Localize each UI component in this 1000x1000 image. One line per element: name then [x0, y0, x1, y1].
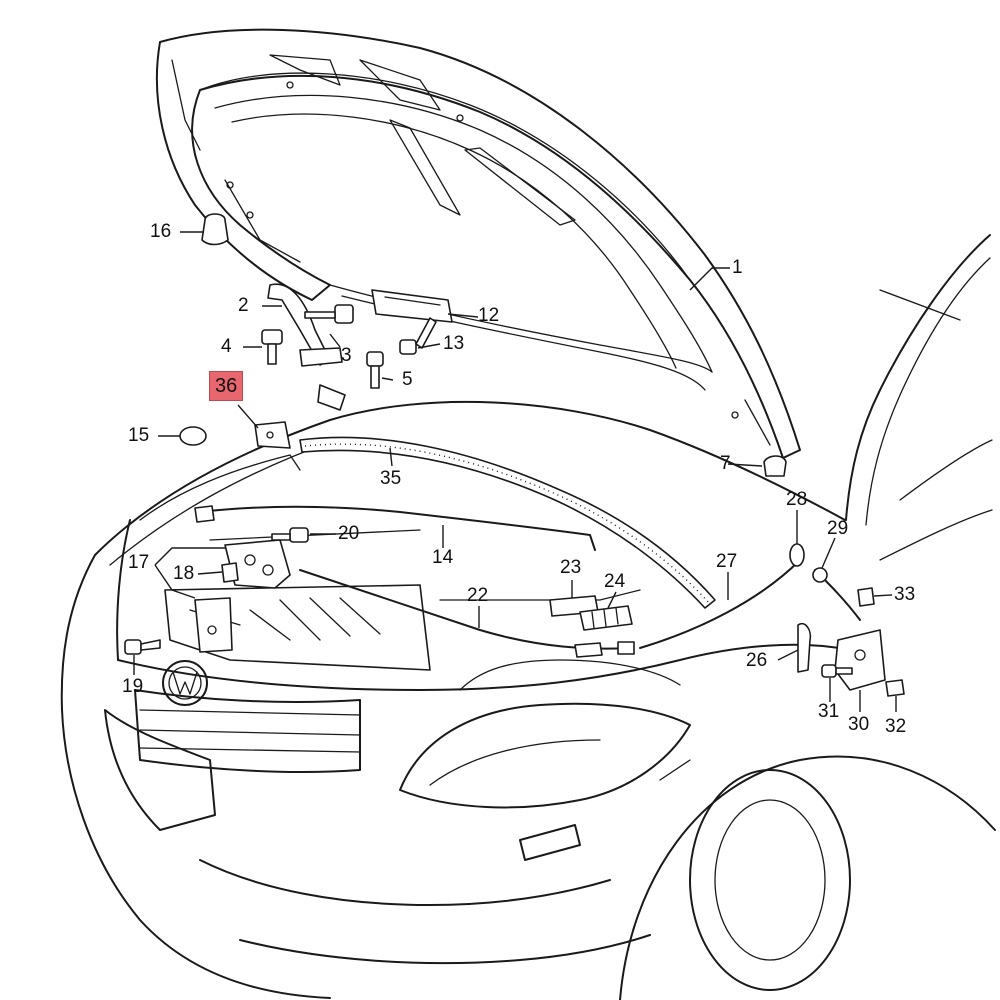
callout-33[interactable]: 33	[894, 584, 916, 605]
parts-drawing	[124, 213, 905, 697]
callout-29[interactable]: 29	[827, 518, 849, 539]
callout-31[interactable]: 31	[818, 701, 840, 722]
callout-32[interactable]: 32	[885, 716, 907, 737]
callout-13[interactable]: 13	[443, 333, 465, 354]
lock-carrier-drawing	[164, 584, 431, 671]
callout-15[interactable]: 15	[128, 425, 150, 446]
callout-17[interactable]: 17	[128, 552, 150, 573]
car-body-drawing	[60, 234, 996, 1000]
callout-30[interactable]: 30	[848, 714, 870, 735]
callout-35[interactable]: 35	[380, 468, 402, 489]
callout-14[interactable]: 14	[432, 547, 454, 568]
callout-3[interactable]: 3	[341, 345, 352, 366]
callout-26[interactable]: 26	[746, 650, 768, 671]
callout-24[interactable]: 24	[604, 571, 626, 592]
leader-lines	[133, 231, 897, 712]
callout-19[interactable]: 19	[122, 676, 144, 697]
callout-4[interactable]: 4	[221, 336, 232, 357]
callout-28[interactable]: 28	[786, 489, 808, 510]
callout-18[interactable]: 18	[173, 563, 195, 584]
bonnet-drawing	[155, 28, 801, 459]
callout-12[interactable]: 12	[478, 305, 500, 326]
callout-1[interactable]: 1	[732, 257, 743, 278]
callout-22[interactable]: 22	[467, 585, 489, 606]
callout-7[interactable]: 7	[720, 453, 731, 474]
callout-20[interactable]: 20	[338, 523, 360, 544]
callout-27[interactable]: 27	[716, 551, 738, 572]
callout-23[interactable]: 23	[560, 557, 582, 578]
callout-36-highlighted[interactable]: 36	[209, 371, 244, 401]
callout-2[interactable]: 2	[238, 295, 249, 316]
callout-16[interactable]: 16	[150, 221, 172, 242]
callout-5[interactable]: 5	[402, 369, 413, 390]
